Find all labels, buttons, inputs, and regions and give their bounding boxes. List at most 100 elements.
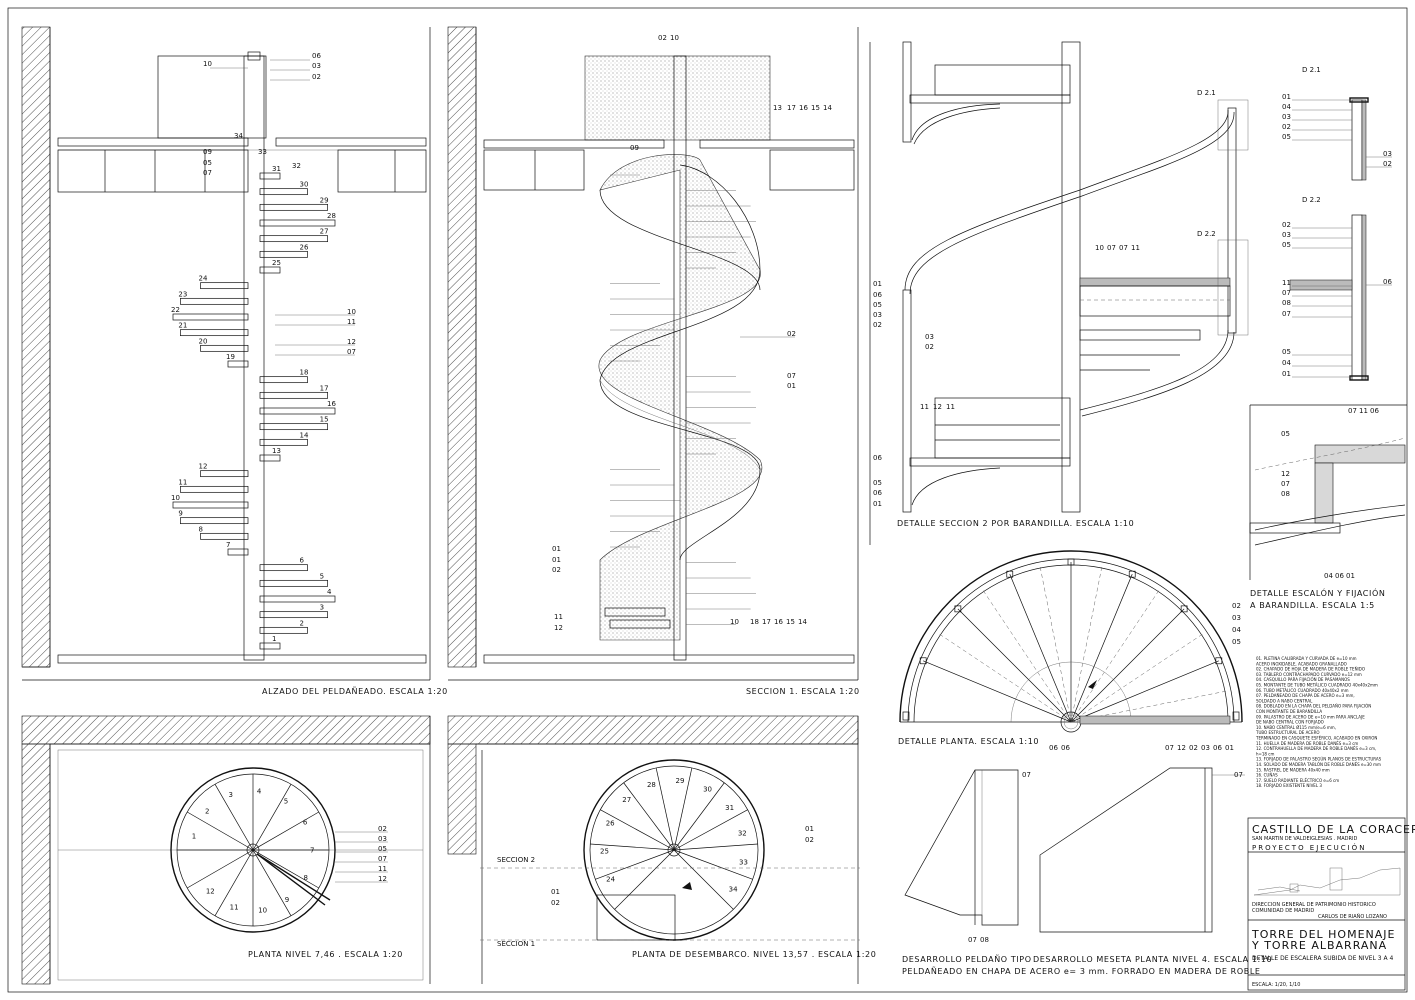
pd-step-label: 28 (647, 781, 656, 789)
mes-top-07: 07 (1234, 771, 1243, 779)
pd-step-label: 31 (725, 804, 734, 812)
dp-post (1128, 570, 1136, 578)
alz-step (180, 329, 249, 337)
dp-br-12: 12 (1177, 744, 1186, 752)
p746-spoke (214, 784, 254, 851)
legend-item: 14. SOLADO DE MADERA TABLÓN DE ROBLE DAN… (1256, 762, 1381, 767)
det2-callout-d21: D 2.1 (1197, 89, 1216, 97)
sec1-top-10: 10 (670, 34, 679, 42)
pd-spoke (595, 849, 675, 880)
det2-s-12: 12 (933, 403, 942, 411)
legend-item: TERMINADO EN CASQUETE ESFÉRICO, ACABADO … (1255, 736, 1377, 741)
alz-step (259, 595, 336, 603)
tb-scale: ESCALA: 1/20, 1/10 (1252, 982, 1300, 988)
d22-right-label: 06 (1383, 278, 1392, 286)
d21-left-label: 01 (1282, 93, 1291, 101)
dp-br-03: 03 (1201, 744, 1210, 752)
tb-author: CARLOS DE RIAÑO LOZANO (1318, 913, 1387, 920)
panel-detalle-seccion2: D 2.1 D 2.2 10 07 07 11 01 06 05 03 02 0… (869, 41, 1249, 545)
dp-bc-06b: 06 (1061, 744, 1070, 752)
dp-spoke-dash (1070, 632, 1205, 723)
alz-step-label: 18 (300, 369, 309, 377)
alz-step (259, 188, 308, 196)
legend-item: 03. TABLERO CONTRACHAPADO CURVADO e=12 m… (1256, 672, 1362, 677)
dp-spoke (1070, 608, 1185, 723)
pd-spoke (673, 809, 748, 851)
alz-step (259, 438, 308, 446)
pd-step-label: 32 (738, 830, 747, 838)
dp-post (954, 605, 962, 613)
legend-item: 01. PLETINA CALIBRADA Y CURVADA DE e=10 … (1256, 656, 1357, 661)
alz-step (227, 548, 249, 556)
pd-step-label: 29 (675, 777, 684, 785)
p746-step-label: 4 (257, 787, 262, 795)
sec1-rt-14: 14 (823, 104, 832, 112)
d21-left-label: 05 (1282, 133, 1291, 141)
wall-hatch-left (21, 26, 51, 668)
alz-step (259, 219, 336, 227)
sec1-first-step (604, 607, 666, 617)
caption-meseta: DESARROLLO MESETA PLANTA NIVEL 4. ESCALA… (1033, 955, 1272, 964)
det2-la-05: 05 (873, 301, 882, 309)
alz-step-label: 10 (171, 494, 180, 502)
dp-spoke (923, 660, 1072, 723)
alz-step-label: 26 (300, 243, 309, 251)
p746-right-label: 11 (378, 865, 387, 873)
title-block: CASTILLO DE LA CORACERA SAN MARTIN DE VA… (1247, 817, 1415, 991)
dp-spoke (957, 608, 1072, 723)
sec1-side-07: 07 (787, 372, 796, 380)
alz-step (259, 564, 308, 572)
caption-alzado: ALZADO DEL PELDAÑEADO. ESCALA 1:20 (262, 686, 448, 696)
esc-b-04: 04 (1324, 572, 1333, 580)
legend-item: SOLDADO A NABO CENTRAL (1256, 698, 1313, 703)
pd-spoke (623, 782, 675, 851)
legend-item: 16. CUÑAS (1256, 773, 1278, 778)
legend-item: 07. PELDAÑEADO DE CHAPA DE ACERO e=3 mm, (1256, 693, 1355, 698)
legend-item: 06. TUBO METÁLICO CUADRADO 40x40x2 mm (1256, 688, 1349, 693)
sec1-b-10: 10 (730, 618, 739, 626)
dp-br-02: 02 (1189, 744, 1198, 752)
caption-seccion1: SECCION 1. ESCALA 1:20 (746, 687, 860, 696)
legend-item: 04. CASQUILLO PARA FIJACIÓN DE PASAMANOS (1256, 677, 1350, 682)
pd-step-label: 30 (703, 785, 712, 793)
alz-step (259, 172, 281, 180)
pd-step-label: 25 (600, 847, 609, 855)
alz-mid-11: 11 (347, 318, 356, 326)
det2-la-06: 06 (873, 291, 882, 299)
alz-step-label: 1 (272, 635, 276, 643)
dp-r-02: 02 (1232, 602, 1241, 610)
pd-step-label: 24 (606, 876, 615, 884)
caption-planta-desembarco: PLANTA DE DESEMBARCO. NIVEL 13,57 . ESCA… (632, 950, 876, 959)
sec1-left-01a: 01 (552, 545, 561, 553)
pd-step-label: 33 (739, 858, 748, 866)
pel-top-07: 07 (1022, 771, 1031, 779)
pd-l-02: 02 (551, 899, 560, 907)
d22-left-label: 03 (1282, 231, 1291, 239)
sec1-rt-17: 17 (787, 104, 796, 112)
alz-step (172, 313, 249, 321)
dp-bc-06a: 06 (1049, 744, 1058, 752)
alz-step-label: 12 (199, 463, 208, 471)
tb-org2: COMUNIDAD DE MADRID (1252, 908, 1314, 914)
alz-step-label: 19 (226, 353, 235, 361)
dp-post (1067, 558, 1075, 566)
d21-right-label: 02 (1383, 160, 1392, 168)
d21-left-label: 03 (1282, 113, 1291, 121)
d21-title: D 2.1 (1302, 66, 1321, 74)
p746-spoke (187, 811, 254, 851)
p746-right-label: 02 (378, 825, 387, 833)
legend-item: 09. PALASTRO DE ACERO DE e=10 mm PARA AN… (1256, 714, 1365, 719)
alz-lbl-03: 03 (312, 62, 321, 70)
det2-s-11a: 11 (920, 403, 929, 411)
det2-s-11b: 11 (946, 403, 955, 411)
d22-title: D 2.2 (1302, 196, 1321, 204)
dp-spoke (1070, 660, 1219, 723)
dp-post (919, 657, 927, 665)
pd-spoke (673, 843, 758, 851)
alz-lbl-32: 32 (292, 162, 301, 170)
esc-l-12: 12 (1281, 470, 1290, 478)
alz-step (259, 454, 281, 462)
d22-left-label: 05 (1282, 241, 1291, 249)
wall-hatch-sec1 (447, 26, 477, 668)
alz-step (259, 642, 281, 650)
